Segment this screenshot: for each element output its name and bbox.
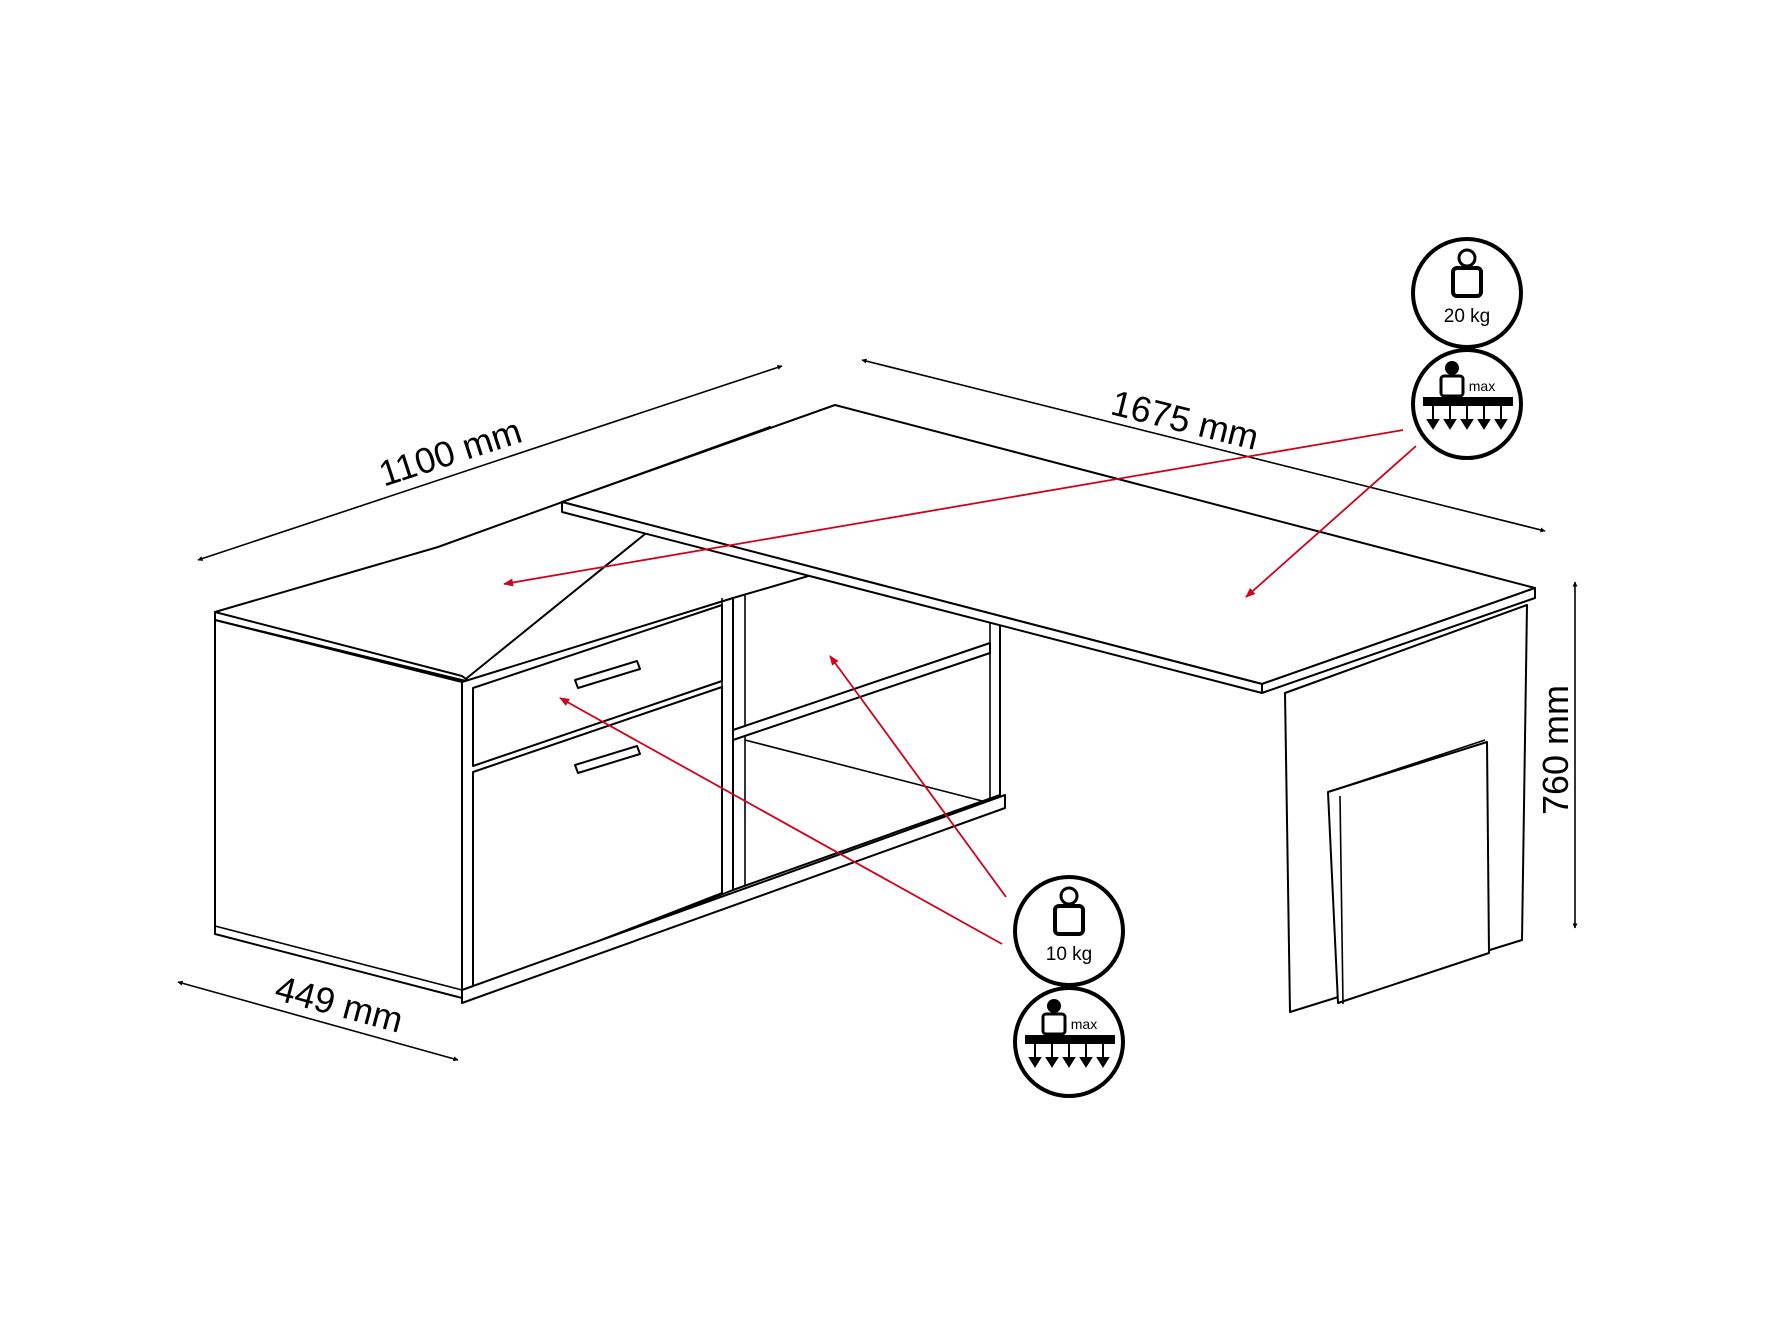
dim-line-1100	[197, 365, 783, 561]
load-pointer-arrows	[503, 429, 1417, 945]
pointer-arrow-to-drawer	[559, 697, 1003, 945]
cabinet-body	[214, 519, 1006, 1004]
dim-label-760: 760 mm	[1535, 685, 1576, 815]
load-badge-group-bottom: 10 kg max	[1013, 875, 1125, 1098]
max-label-bottom: max	[1071, 1016, 1097, 1032]
dim-line-449	[177, 980, 459, 1062]
weight-label-10kg: 10 kg	[1046, 944, 1092, 965]
weight-badge-10kg: 10 kg	[1013, 875, 1125, 987]
return-top	[561, 404, 1536, 694]
max-load-badge-bottom: max	[1013, 986, 1125, 1098]
pointer-arrow-to-cabinet-top	[503, 429, 1404, 587]
dim-label-1675: 1675 mm	[1107, 382, 1263, 458]
weight-badge-20kg: 20 kg	[1411, 237, 1523, 349]
weight-icon	[1451, 248, 1483, 298]
person-on-shelf-icon	[1423, 361, 1513, 430]
desk-illustration	[214, 404, 1536, 1013]
dim-label-1100: 1100 mm	[374, 410, 527, 495]
max-load-badge-top: max	[1411, 348, 1523, 460]
weight-label-20kg: 20 kg	[1444, 306, 1490, 327]
person-on-shelf-icon	[1025, 999, 1115, 1068]
load-badge-group-top: 20 kg max	[1411, 237, 1523, 460]
max-label-top: max	[1469, 378, 1495, 394]
right-leg-panel	[1284, 604, 1528, 1013]
pointer-arrow-to-shelf	[829, 655, 1007, 898]
dim-line-1675	[861, 358, 1546, 533]
weight-icon	[1053, 886, 1085, 936]
pointer-arrow-to-return-top	[1245, 445, 1417, 598]
